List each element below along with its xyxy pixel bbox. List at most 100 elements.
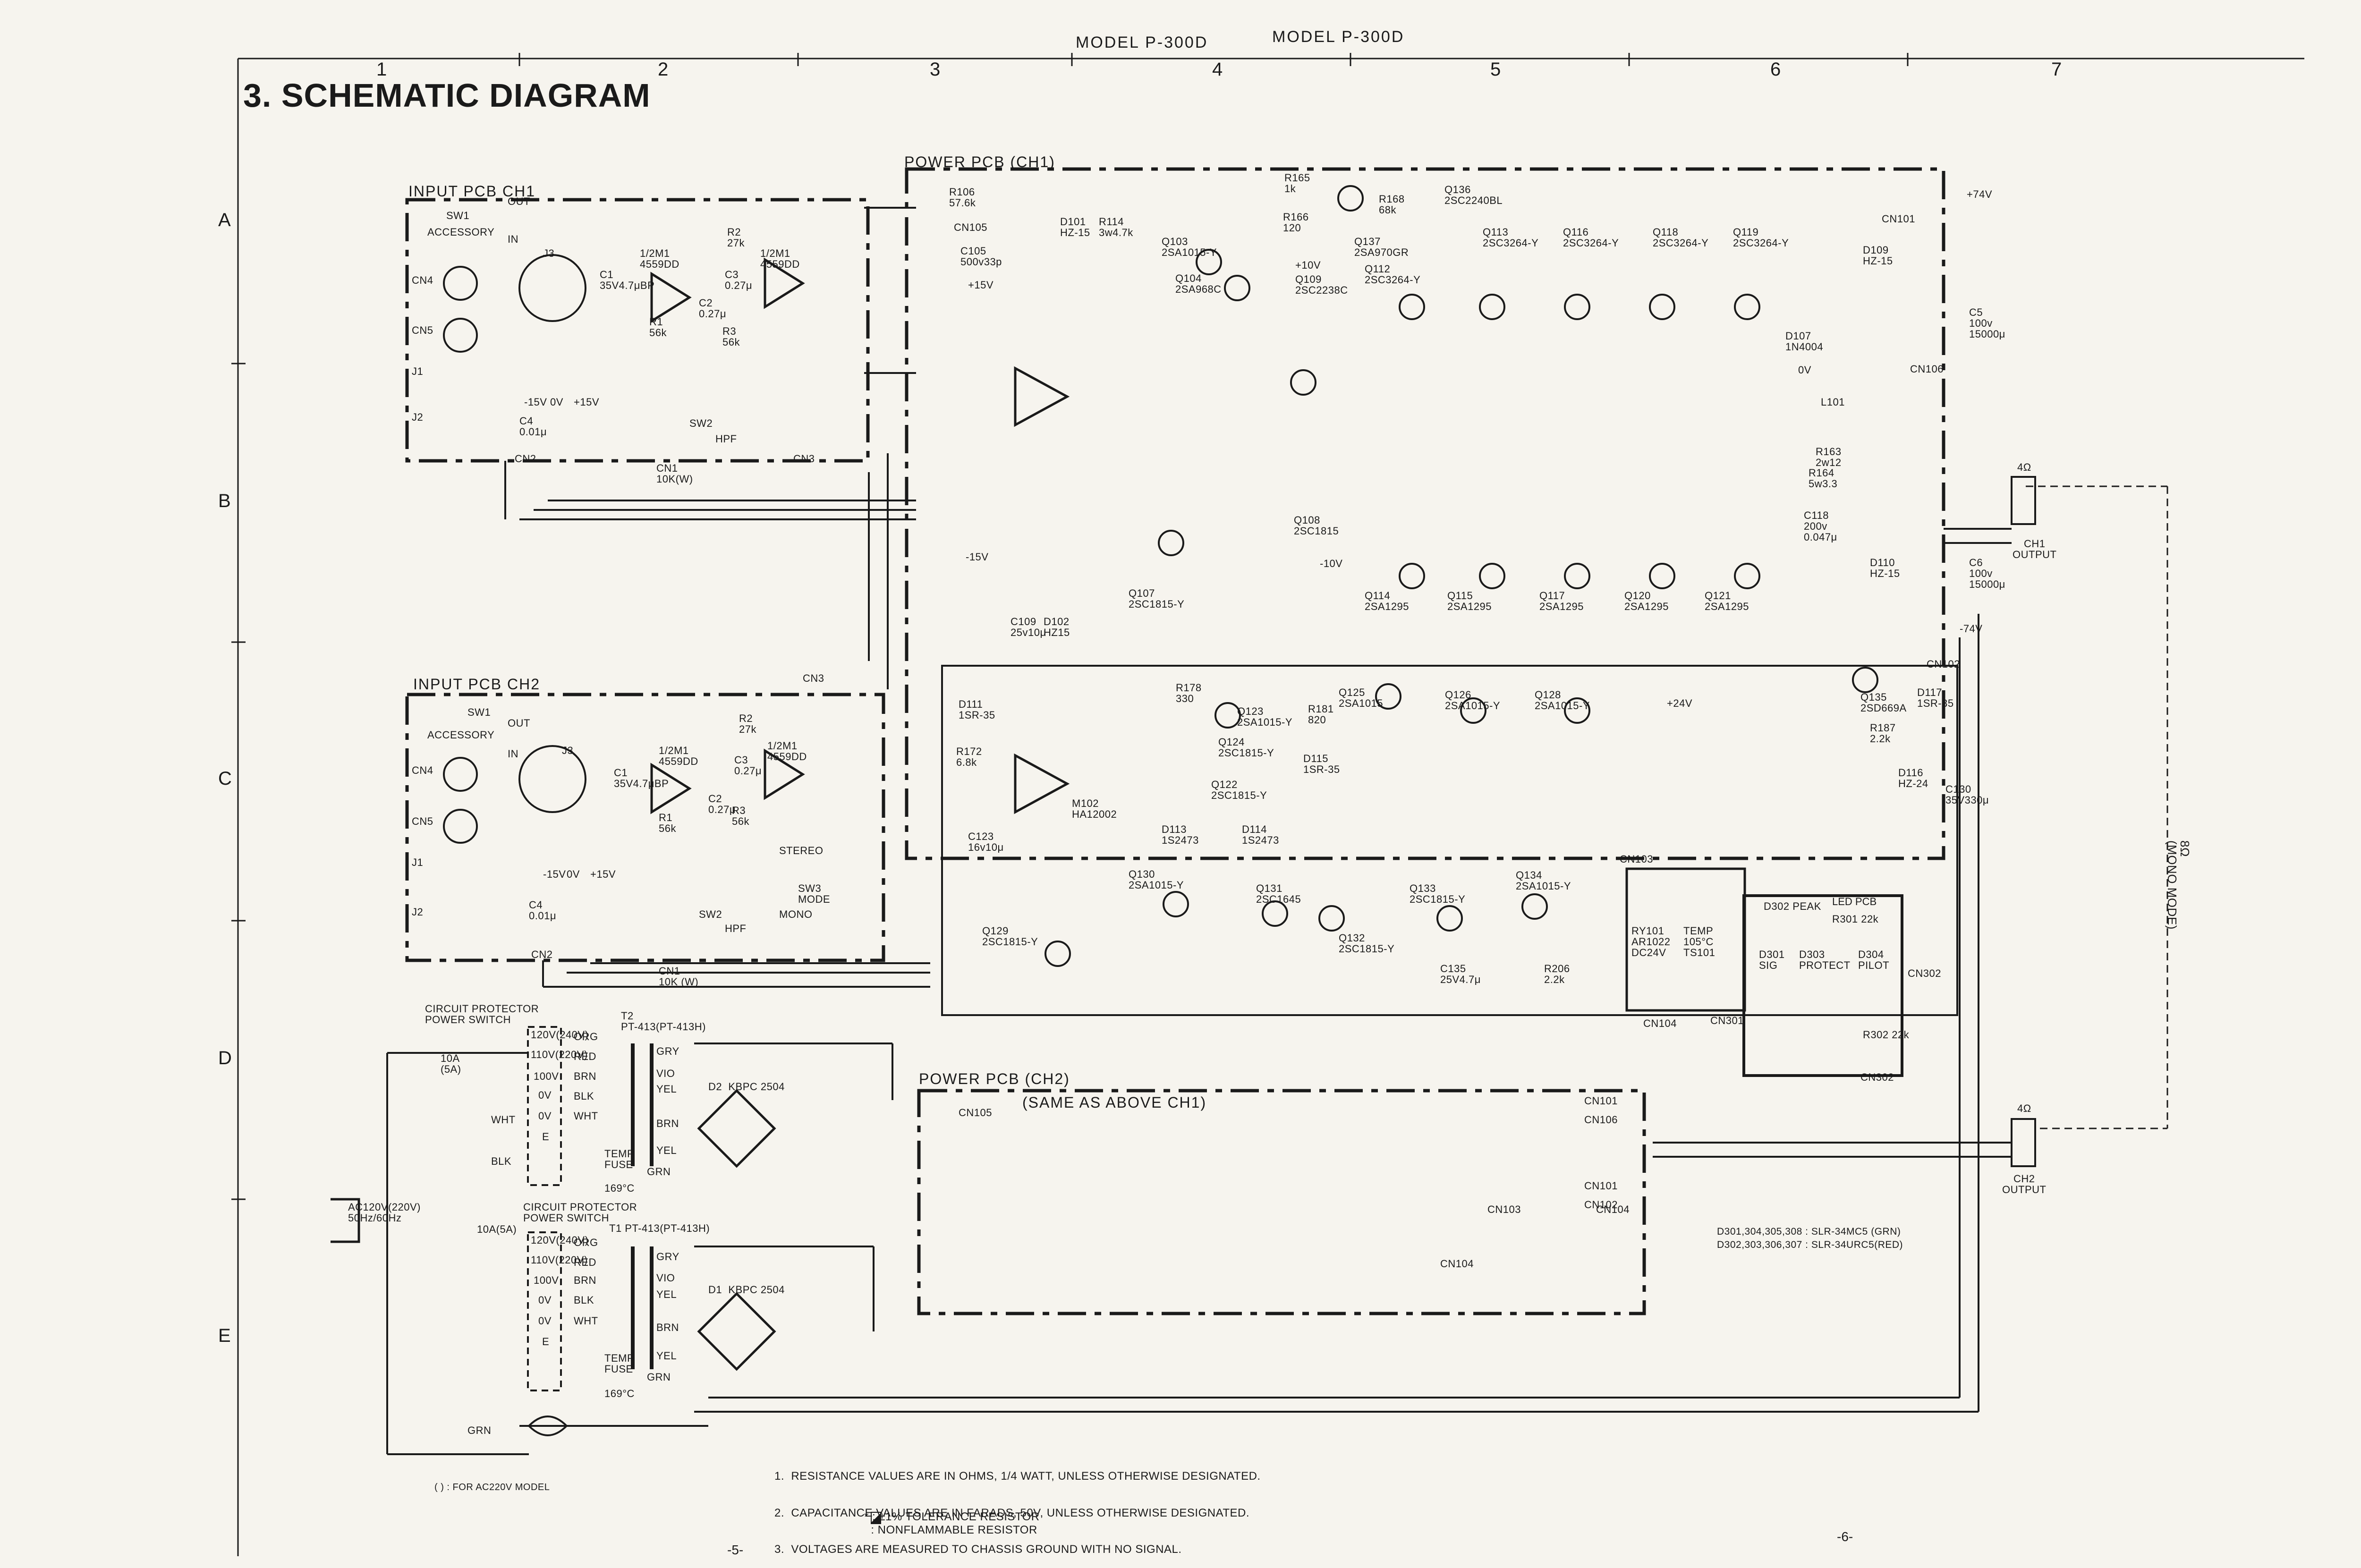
component-label: SW3 MODE xyxy=(798,882,830,906)
component-label: C1 35V4.7μBP xyxy=(614,767,669,790)
component-label: T1 PT-413(PT-413H) xyxy=(609,1222,710,1234)
component-label: CN102 xyxy=(1584,1199,1618,1211)
component-label: R181 820 xyxy=(1308,703,1334,726)
power-pcb-ch2-note: (SAME AS ABOVE CH1) xyxy=(1022,1094,1207,1111)
component-label: C130 35V330μ xyxy=(1945,783,1989,806)
component-label: CN102 xyxy=(1927,658,1960,670)
component-label: Q131 2SC1645 xyxy=(1256,882,1301,906)
component-label: R164 5w3.3 xyxy=(1809,467,1838,490)
component-label: D301 SIG xyxy=(1759,949,1785,972)
component-label: R206 2.2k xyxy=(1544,963,1570,986)
component-label: VIO xyxy=(656,1272,675,1284)
component-label: R1 56k xyxy=(659,812,676,835)
model-label: MODEL P-300D xyxy=(1076,34,1208,51)
component-label: D303 PROTECT xyxy=(1799,949,1851,972)
component-label: 0V xyxy=(567,868,580,880)
component-label: C1 35V4.7μBP xyxy=(600,269,655,292)
component-label: CN2 xyxy=(531,949,553,960)
component-label: GRN xyxy=(647,1166,671,1178)
component-label: Q124 2SC1815-Y xyxy=(1218,736,1274,759)
component-label: BLK xyxy=(491,1155,512,1167)
component-label: D117 1SR-35 xyxy=(1917,687,1954,710)
component-label: CN1 10K (W) xyxy=(659,965,699,988)
component-label: D302 PEAK xyxy=(1764,900,1821,912)
component-label: CN101 xyxy=(1584,1095,1618,1107)
component-label: GRY xyxy=(656,1251,679,1263)
component-label: CN4 xyxy=(412,764,433,776)
component-label: CN105 xyxy=(959,1107,992,1119)
component-label: CN106 xyxy=(1584,1114,1618,1126)
component-label: CN3 xyxy=(793,453,815,465)
grid-row-label: B xyxy=(218,491,231,511)
component-label: AC120V(220V) 50Hz/60Hz xyxy=(348,1201,421,1224)
note-item: 3. VOLTAGES ARE MEASURED TO CHASSIS GROU… xyxy=(774,1543,1182,1556)
grid-column-label: 5 xyxy=(1490,59,1501,80)
component-label: C3 0.27μ xyxy=(725,269,752,292)
component-label: R166 120 xyxy=(1283,211,1309,234)
component-label: 169°C xyxy=(604,1388,635,1399)
component-label: R106 57.6k xyxy=(949,186,976,209)
component-label: Q108 2SC1815 xyxy=(1294,514,1339,537)
mono-mode-label: 8Ω (MONO MODE) xyxy=(2165,840,2192,930)
component-label: R3 56k xyxy=(722,325,740,348)
component-label: Q112 2SC3264-Y xyxy=(1365,263,1421,286)
component-label: ORG xyxy=(574,1237,598,1248)
grid-column-label: 7 xyxy=(2051,59,2062,80)
component-label: 1/2M1 4559DD xyxy=(640,247,679,271)
component-label: Q107 2SC1815-Y xyxy=(1129,587,1185,610)
component-label: ORG xyxy=(574,1031,598,1043)
component-label: R114 3w4.7k xyxy=(1099,216,1133,239)
component-label: Q132 2SC1815-Y xyxy=(1339,932,1395,955)
component-label: TEMP FUSE xyxy=(604,1352,635,1375)
component-label: CN104 xyxy=(1643,1017,1677,1029)
power-pcb-ch2-title: POWER PCB (CH2) xyxy=(919,1070,1070,1087)
component-label: CN105 xyxy=(954,221,987,233)
page-number-right: -6- xyxy=(1837,1529,1853,1544)
ac220-note: ( ) : FOR AC220V MODEL xyxy=(434,1482,550,1492)
component-label: HPF xyxy=(725,923,747,934)
grid-column-label: 6 xyxy=(1770,59,1781,80)
grid-row-label: D xyxy=(218,1048,232,1068)
component-label: 100V xyxy=(534,1274,559,1286)
component-label: CN1 10K(W) xyxy=(656,462,693,485)
component-label: D304 PILOT xyxy=(1858,949,1890,972)
component-label: R163 2w12 xyxy=(1816,446,1842,469)
component-label: -15V xyxy=(543,868,566,880)
component-label: Q121 2SA1295 xyxy=(1705,590,1750,613)
component-label: SW2 xyxy=(699,908,722,920)
component-label: WHT xyxy=(574,1315,598,1327)
component-label: -74V xyxy=(1960,623,1983,635)
component-label: CN302 xyxy=(1908,967,1941,979)
component-label: GRY xyxy=(656,1045,679,1057)
component-label: D101 HZ-15 xyxy=(1060,216,1090,239)
component-label: Q137 2SA970GR xyxy=(1354,236,1409,259)
component-label: D1 KBPC 2504 xyxy=(708,1284,785,1296)
component-label: R3 56k xyxy=(732,805,749,828)
component-label: J3 xyxy=(543,247,555,259)
component-label: D113 1S2473 xyxy=(1162,823,1199,847)
component-label: -10V xyxy=(1320,558,1343,569)
component-label: 0V xyxy=(538,1089,552,1101)
component-label: BRN xyxy=(574,1070,596,1082)
component-label: -15V xyxy=(524,396,547,408)
component-label: C109 25v10μ xyxy=(1011,616,1046,639)
component-label: YEL xyxy=(656,1350,677,1362)
component-label: +15V xyxy=(968,279,994,291)
component-label: WHT xyxy=(574,1110,598,1122)
component-label: R301 22k xyxy=(1832,913,1879,925)
ch2-output-label: CH2 OUTPUT xyxy=(2002,1173,2047,1196)
component-label: RED xyxy=(574,1051,596,1062)
component-label: Q130 2SA1015-Y xyxy=(1129,868,1184,891)
component-label: CN5 xyxy=(412,815,433,827)
component-label: D114 1S2473 xyxy=(1242,823,1279,847)
component-label: RED xyxy=(574,1256,596,1268)
note-item: 2. CAPACITANCE VALUES ARE IN FARADS, 50V… xyxy=(774,1506,1249,1519)
component-label: C6 100v 15000μ xyxy=(1969,557,2005,591)
component-label: Q128 2SA1015-Y xyxy=(1535,689,1590,712)
component-label: CN106 xyxy=(1910,363,1944,375)
component-label: Q123 2SA1015-Y xyxy=(1237,705,1293,729)
component-label: 1/2M1 4559DD xyxy=(659,745,698,768)
component-label: J2 xyxy=(412,906,424,918)
component-label: R178 330 xyxy=(1176,682,1202,705)
component-label: CN4 xyxy=(412,274,433,286)
